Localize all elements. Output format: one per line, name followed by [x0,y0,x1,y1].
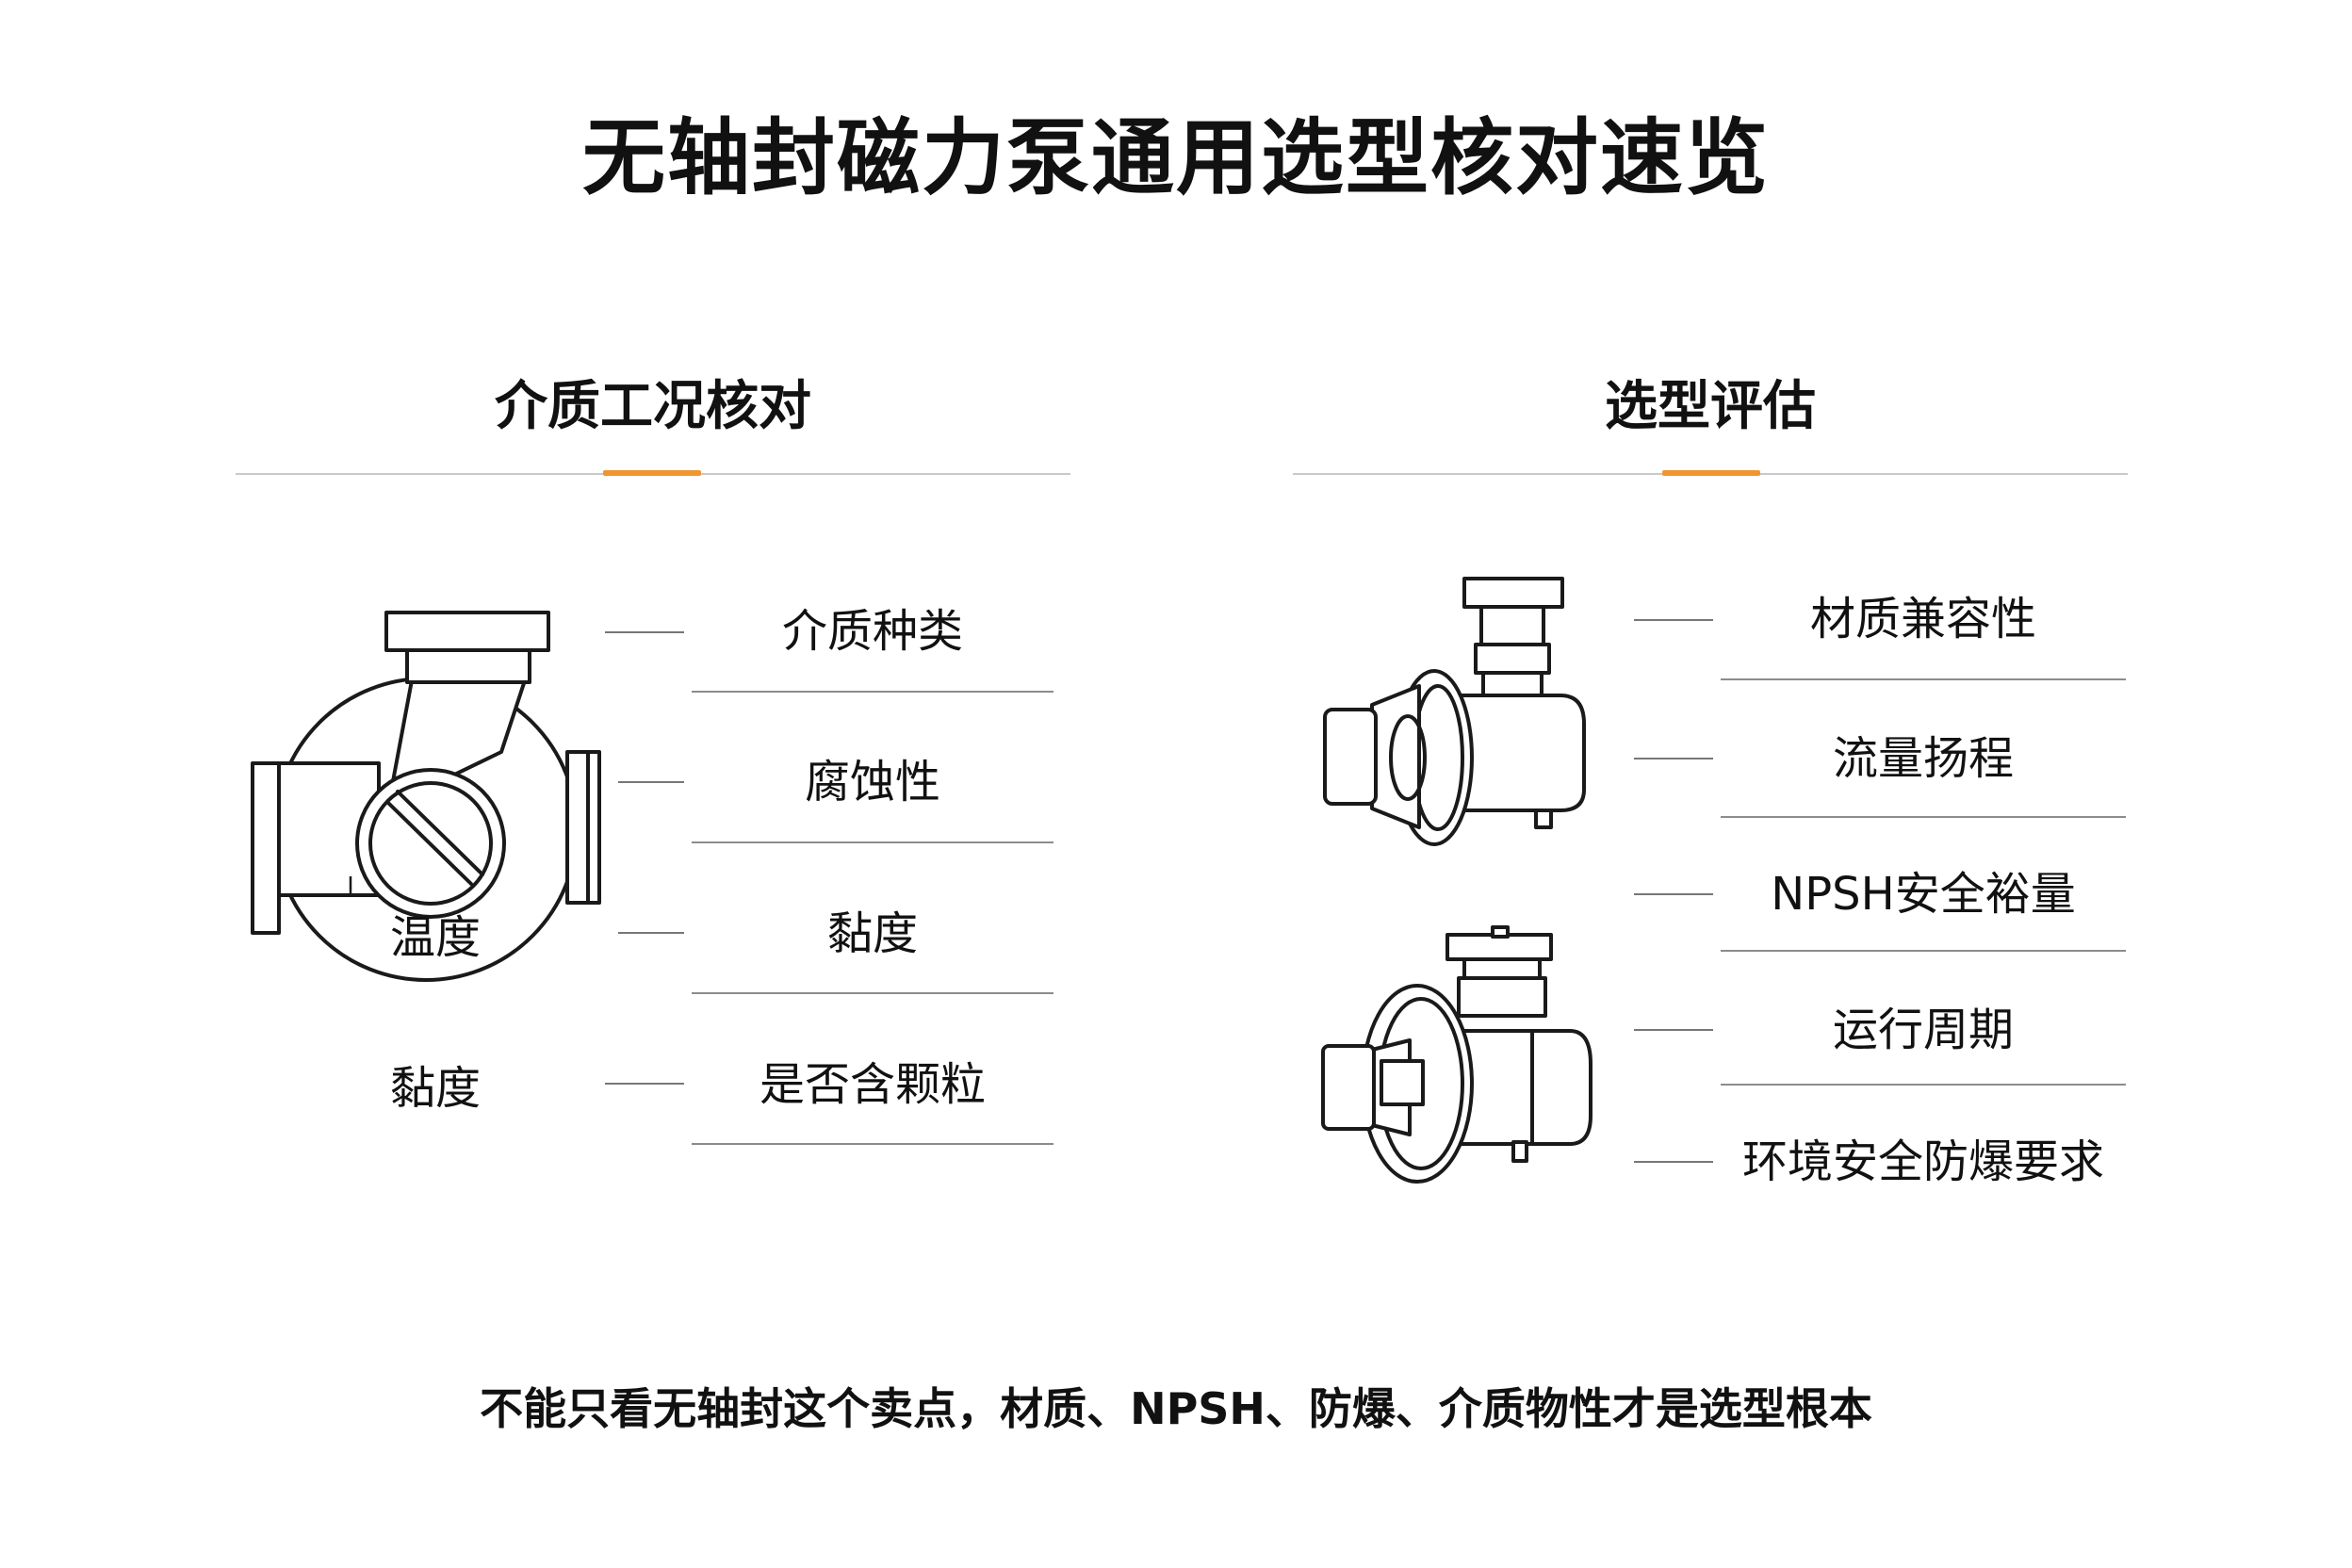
right-section-title: 选型评估 [1605,376,1816,437]
illustration-label-temperature: 温度 [389,911,481,964]
left-section-title: 介质工况核对 [495,376,811,437]
right-item-rule [1721,950,2126,952]
page-title: 无轴封磁力泵通用选型核对速览 [581,109,1770,206]
connector-tick [1634,758,1713,760]
left-item-particles: 是否含颗粒 [759,1058,986,1111]
right-item-rule [1721,1084,2126,1086]
connector-tick [618,781,684,783]
right-section-accent [1662,470,1760,476]
connector-tick [618,932,684,934]
right-item-operating-cycle: 运行周期 [1832,1004,2014,1056]
left-item-rule [692,992,1054,994]
illustration-label-viscosity: 黏度 [389,1062,481,1115]
right-item-rule [1721,678,2126,680]
footer-note: 不能只看无轴封这个卖点，材质、NPSH、防爆、介质物性才是选型根本 [480,1383,1872,1434]
left-section-accent [603,470,701,476]
right-item-explosion-proof: 环境安全防爆要求 [1741,1135,2104,1188]
connector-tick [1634,1029,1713,1031]
left-item-rule [692,841,1054,843]
right-item-flow-head: 流量扬程 [1832,732,2014,785]
connector-tick [1634,619,1713,621]
magnetic-pump-icon [1323,577,1586,846]
left-item-corrosivity: 腐蚀性 [804,756,940,808]
left-item-medium-type: 介质种类 [781,605,963,658]
right-item-material-compatibility: 材质兼容性 [1809,593,2036,645]
right-item-rule [1721,816,2126,818]
right-item-npsh-margin: NPSH安全裕量 [1771,868,2076,921]
connector-tick [1634,1161,1713,1163]
left-item-viscosity: 黏度 [826,907,918,960]
left-item-rule [692,1143,1054,1145]
connector-tick [605,1083,684,1085]
connector-tick [605,631,684,633]
connector-tick [1634,893,1713,895]
left-item-rule [692,691,1054,693]
centrifugal-pump-icon [251,611,601,982]
magnetic-pump-icon [1321,925,1592,1184]
